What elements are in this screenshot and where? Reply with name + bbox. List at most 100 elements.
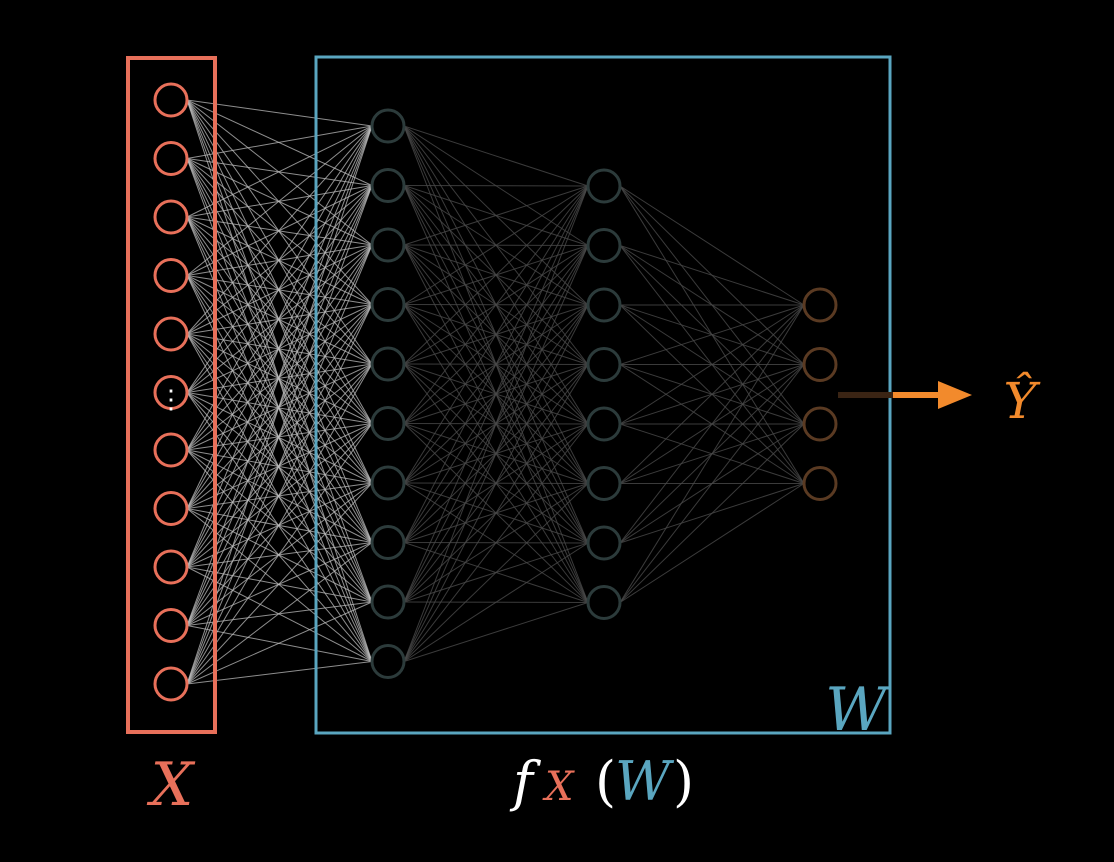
hidden-layer-2 <box>586 168 622 620</box>
hidden-edge <box>403 602 589 662</box>
hidden-edge <box>403 185 589 424</box>
input-node-3 <box>153 199 189 235</box>
output-label: Ŷ <box>1003 371 1040 430</box>
hidden1-node-7 <box>370 465 406 501</box>
input-edge <box>186 392 373 484</box>
input-box <box>126 56 217 734</box>
input-edge <box>186 185 373 685</box>
input-edge <box>186 482 373 685</box>
function-close-paren: ) <box>673 750 694 813</box>
hidden1-node-2 <box>370 168 406 203</box>
output-node-3 <box>802 406 838 442</box>
weights-label: W <box>825 675 891 745</box>
output-edge <box>619 304 805 484</box>
hidden-layer-1 <box>370 108 406 679</box>
input-edge <box>186 125 373 159</box>
function-subscript: X <box>542 764 575 810</box>
output-edge <box>619 304 805 365</box>
output-layer <box>802 287 838 501</box>
output-arrow-head <box>938 381 972 409</box>
input-edge <box>186 423 373 685</box>
hidden-edge <box>403 185 589 365</box>
hidden-edge <box>403 542 589 662</box>
hidden2-node-7 <box>586 525 622 561</box>
hidden1-node-8 <box>370 525 406 560</box>
hidden1-node-5 <box>370 346 406 382</box>
input-edge <box>186 392 373 662</box>
hidden-edge <box>403 185 589 187</box>
hidden1-hidden2-edges <box>403 125 589 662</box>
hidden1-node-6 <box>370 406 406 441</box>
function-f: f <box>509 750 541 813</box>
function-arg: W <box>615 750 675 813</box>
input-edge <box>186 304 373 685</box>
hidden-edge <box>403 185 589 603</box>
input-edge <box>186 601 373 685</box>
output-edge <box>619 304 805 603</box>
input-node-10 <box>153 608 189 643</box>
hidden2-node-1 <box>586 168 622 204</box>
input-edge <box>186 125 373 685</box>
input-node-11 <box>153 666 189 702</box>
hidden1-node-3 <box>370 227 406 263</box>
output-node-2 <box>802 347 838 382</box>
input-node-9 <box>153 549 189 585</box>
input-edge <box>186 125 373 335</box>
output-node-1 <box>802 287 838 323</box>
input-edge <box>186 392 373 603</box>
hidden-edge <box>403 364 589 662</box>
hidden-edge <box>403 185 589 246</box>
input-node-5 <box>153 316 189 352</box>
output-edge <box>619 245 805 306</box>
input-node-8 <box>153 491 189 526</box>
hidden-edge <box>403 304 589 662</box>
input-edges <box>186 99 373 685</box>
input-layer <box>153 82 189 702</box>
hidden-edge <box>403 185 589 543</box>
input-edge <box>186 125 373 276</box>
input-edge <box>186 125 373 451</box>
input-edge <box>186 392 373 424</box>
input-edge <box>186 244 373 685</box>
input-ellipsis: ⋮ <box>158 385 184 415</box>
hidden2-node-2 <box>586 228 622 263</box>
hidden1-node-4 <box>370 287 406 322</box>
hidden1-node-1 <box>370 108 406 144</box>
hidden-edge <box>403 185 589 305</box>
input-edge <box>186 125 373 393</box>
input-edge <box>186 363 373 685</box>
input-node-6 <box>153 375 189 410</box>
output-edge <box>619 304 805 544</box>
input-edge <box>186 392 373 543</box>
hidden2-node-5 <box>586 406 622 442</box>
input-edge <box>186 125 373 626</box>
input-node-4 <box>153 258 189 293</box>
input-edge <box>186 125 373 568</box>
hidden-edge <box>403 423 589 662</box>
hidden-edge <box>403 125 589 187</box>
function-label: f X ( W ) <box>509 750 694 813</box>
hidden2-node-6 <box>586 466 622 501</box>
output-edge <box>619 304 805 425</box>
hidden-edge <box>403 185 589 662</box>
output-edge <box>619 185 805 306</box>
hidden-edge <box>403 185 589 484</box>
hidden2-node-4 <box>586 347 622 382</box>
hidden2-node-3 <box>586 287 622 323</box>
hidden-edge <box>403 245 589 662</box>
input-edge <box>186 542 373 685</box>
input-node-2 <box>153 141 189 176</box>
input-edge <box>186 125 373 218</box>
output-node-4 <box>802 466 838 501</box>
hidden-edge <box>403 483 589 662</box>
input-label: X <box>147 750 196 820</box>
hidden2-node-8 <box>586 585 622 620</box>
output-edge <box>619 483 805 603</box>
input-edge <box>186 99 373 127</box>
output-edge <box>619 364 805 603</box>
hidden2-output-edges <box>619 185 805 603</box>
hidden1-node-9 <box>370 584 406 620</box>
output-edge <box>619 423 805 603</box>
